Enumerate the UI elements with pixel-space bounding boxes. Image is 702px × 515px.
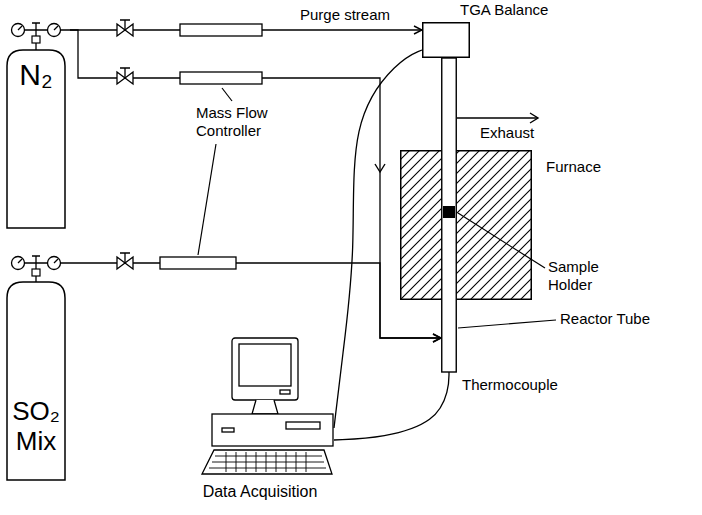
gas-line (70, 263, 441, 338)
mass-flow-controller (180, 72, 262, 84)
exhaust-line (457, 117, 538, 118)
part-label: Thermocouple (462, 376, 558, 394)
flow-parts (117, 20, 262, 269)
monitor-stand (252, 400, 278, 414)
thermocouple-wire (334, 372, 449, 440)
leader-line (458, 320, 556, 328)
monitor-case (232, 338, 298, 400)
gauge-needle (18, 26, 22, 30)
key-divider (256, 452, 257, 472)
part-label: Sample Holder (548, 258, 610, 294)
furnace-label: Furnace (546, 158, 601, 176)
gauge-needle (18, 259, 22, 263)
key-divider (246, 452, 247, 472)
computer: Data Acquisition (186, 336, 334, 506)
furnace-block-shape (400, 150, 532, 300)
label-holder: Thermocouple (462, 376, 558, 394)
reactor-tube-outline (442, 58, 457, 372)
cylinder-valve (32, 36, 40, 43)
flow-arrowhead (530, 113, 538, 123)
label-holder: Exhaust (480, 124, 534, 142)
balance-box-outline (423, 23, 470, 58)
keyboard-keys (226, 452, 306, 472)
cylinder-label: SO₂ Mix (7, 397, 65, 457)
balance-box: TGA Balance (422, 22, 470, 58)
balance-label: TGA Balance (460, 1, 548, 19)
leader-line (198, 144, 216, 255)
mass-flow-controller (180, 24, 262, 36)
leader-line (222, 88, 232, 101)
pressure-gauge (12, 257, 25, 270)
part-label: Mass Flow Controller (196, 104, 292, 140)
computer-label: Data Acquisition (186, 482, 334, 501)
reactor-tube-label: Reactor Tube (560, 310, 650, 328)
reactor-tube-shape (441, 58, 457, 372)
monitor-screen (239, 344, 291, 386)
furnace-block: Furnace (400, 150, 532, 300)
flow-arrowhead (375, 164, 385, 172)
valve-handle (120, 253, 130, 263)
label-holder: Sample Holder (548, 258, 610, 294)
key-row (209, 468, 326, 469)
mass-flow-controller (160, 257, 236, 269)
key-divider (296, 452, 297, 472)
gas-cylinder: SO₂ Mix (4, 252, 70, 482)
cylinder-label: N₂ (7, 58, 65, 93)
gas-cylinder-body (7, 282, 65, 480)
cylinder-valve (32, 269, 40, 276)
disk-drive (286, 422, 320, 429)
gas-cylinder-shape (4, 20, 70, 230)
furnace-outline (401, 151, 532, 300)
valve-handle (120, 68, 130, 78)
key-divider (286, 452, 287, 472)
pressure-gauge (48, 257, 61, 270)
keyboard (202, 450, 332, 474)
gauge-needle (54, 26, 58, 30)
key-divider (266, 452, 267, 472)
edge-label: Purge stream (300, 6, 390, 24)
gas-cylinder-body (7, 50, 65, 228)
pressure-gauge (12, 24, 25, 37)
pressure-gauge (48, 24, 61, 37)
computer-shape (186, 336, 334, 506)
key-divider (226, 452, 227, 472)
gauge-needle (54, 259, 58, 263)
valve-handle (120, 20, 130, 30)
key-divider (276, 452, 277, 472)
key-divider (306, 452, 307, 472)
part-label: Exhaust (480, 124, 534, 142)
edge-label-holder: Purge stream (300, 6, 390, 24)
gas-cylinder: N₂ (4, 20, 70, 230)
key-divider (236, 452, 237, 472)
cylinder-valve-stem (25, 256, 71, 282)
power-light (222, 428, 234, 432)
monitor-button (280, 390, 290, 394)
keyboard-keys (209, 456, 326, 468)
balance-box-shape (422, 22, 470, 58)
computer-base (212, 414, 333, 446)
key-row (212, 462, 324, 463)
sample-holder (443, 206, 455, 218)
gas-line (70, 30, 441, 338)
reactor-tube: Reactor Tube (441, 58, 457, 372)
cylinder-valve-stem (25, 23, 71, 50)
label-holder: Mass Flow Controller (196, 104, 292, 140)
